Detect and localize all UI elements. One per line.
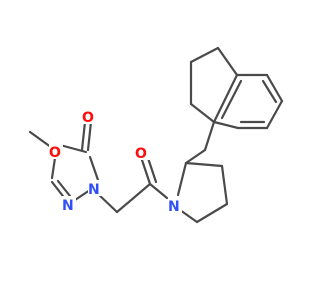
bond-c3-c4 — [220, 164, 229, 206]
atom-N2: N — [62, 198, 74, 214]
atom-O2: O — [135, 146, 147, 162]
bond-c-o — [139, 155, 152, 186]
bond-sat-1 — [203, 120, 216, 152]
bond-ar-3-double — [261, 79, 278, 104]
molecule-diagram: O O N N O N — [28, 46, 284, 224]
tetralin-ring-system — [184, 46, 284, 165]
bond-c4-c5 — [195, 202, 229, 224]
bond-ar-4 — [265, 99, 284, 130]
bond-c5-n — [178, 208, 199, 224]
bond-c5-o-double — [80, 120, 87, 152]
bond-ar-1 — [212, 73, 239, 124]
pyrrolidine-ring — [176, 161, 229, 224]
bond-ar-7-double — [220, 79, 243, 120]
bond-c3-n2-double — [56, 179, 72, 198]
atom-labels: O O N N O N — [49, 108, 182, 215]
bond-n-c2 — [176, 161, 188, 197]
bond-c-n — [148, 182, 169, 200]
bond-ar-6 — [212, 120, 240, 130]
bond-sat-2 — [189, 102, 216, 124]
atom-N1: N — [88, 182, 100, 198]
atom-N4: O — [49, 145, 61, 161]
bond-n2-n1 — [73, 188, 92, 202]
molecule-canvas: O O N N O N — [28, 46, 284, 224]
bond-c5-o — [86, 120, 93, 152]
bond-ar-3 — [265, 73, 284, 103]
atom-N3: N — [168, 199, 180, 215]
bond-n4-c3 — [50, 156, 57, 180]
bond-sat-5 — [216, 46, 239, 77]
bond-ch2-c — [115, 182, 152, 214]
acetyl-linker — [95, 153, 169, 214]
bond-sat-4 — [189, 46, 220, 64]
bond-n1-ch2 — [95, 191, 119, 214]
bond-c5-n1 — [88, 155, 100, 182]
atom-O1: O — [82, 110, 94, 126]
bond-c2-c3 — [184, 161, 224, 168]
bond-c2-tetralin — [184, 148, 207, 165]
